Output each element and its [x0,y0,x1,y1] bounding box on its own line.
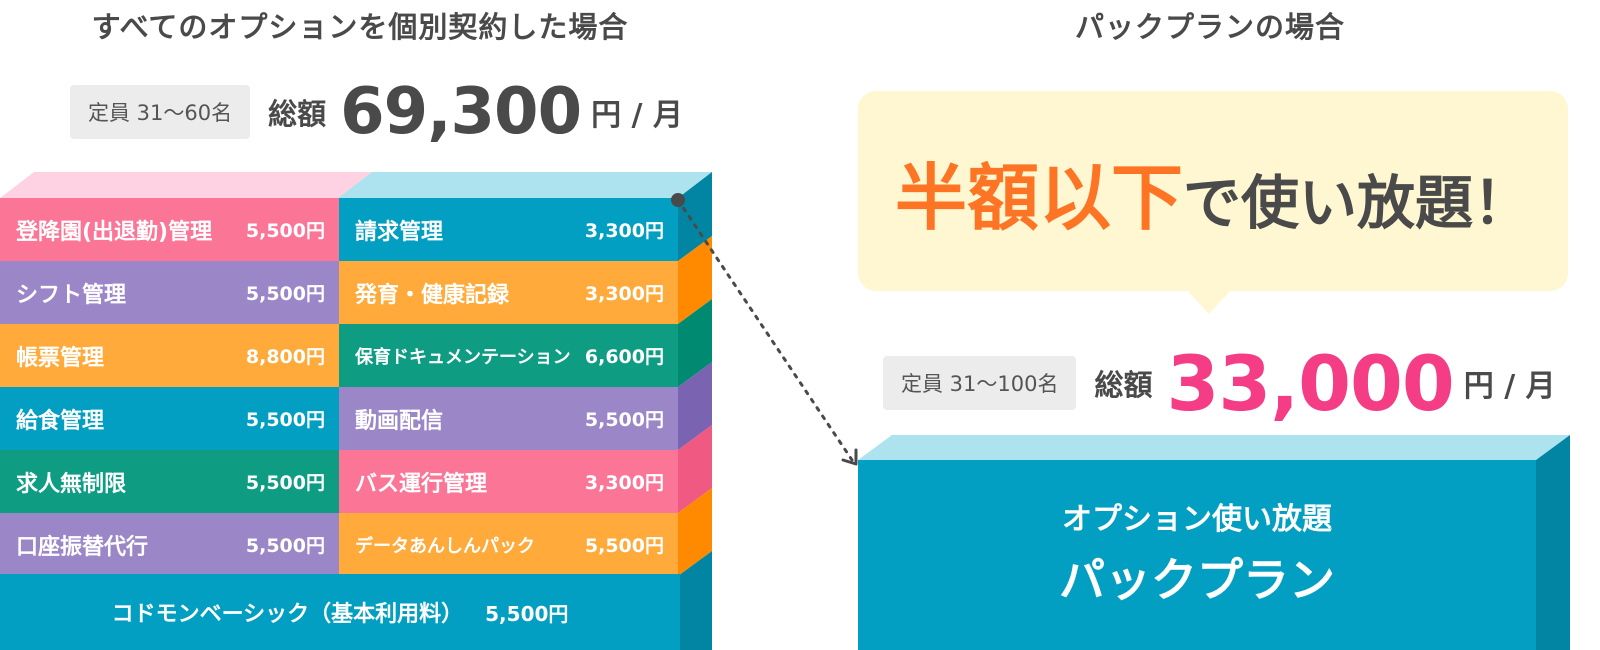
arrow-head [841,448,858,466]
pack-plan-title: パックプラン [1059,553,1335,607]
option-cell: 発育・健康記録 3,300円 [339,261,678,324]
option-price: 8,800円 [245,346,325,368]
option-price: 5,500円 [584,535,664,557]
option-price: 5,500円 [245,535,325,557]
right-heading: パックプランの場合 [1074,10,1345,44]
option-name: 求人無制限 [16,471,127,497]
option-cell: 求人無制限 5,500円 [0,450,339,513]
option-cell: 動画配信 5,500円 [339,387,678,450]
left-heading: すべてのオプションを個別契約した場合 [91,10,629,44]
right-total-row: 定員 31〜100名 総額 33,000 円 / 月 [883,338,1556,428]
top-face-pink [0,172,372,198]
option-cell: バス運行管理 3,300円 [339,450,678,513]
savings-message: 半額以下で使い放題！ [895,139,1531,244]
pack-side-face [1536,435,1570,650]
option-price: 5,500円 [584,409,664,431]
option-name: データあんしんパック [355,535,535,557]
right-total-unit: 円 / 月 [1463,369,1556,404]
option-price: 5,500円 [245,409,325,431]
option-name: 口座振替代行 [16,534,149,560]
option-name: シフト管理 [16,282,127,308]
option-cell: 給食管理 5,500円 [0,387,339,450]
bubble-tail [1187,290,1231,314]
right-total-label: 総額 [1094,368,1153,402]
base-plan-cell: コドモンベーシック（基本利用料） 5,500円 [0,574,680,650]
option-cell: 保育ドキュメンテーション 6,600円 [339,324,678,387]
savings-rest: で使い放題！ [1183,168,1532,237]
option-cell: 登降園(出退勤)管理 5,500円 [0,198,339,261]
option-name: 請求管理 [355,219,444,245]
option-price: 5,500円 [245,220,325,242]
option-cell: 口座振替代行 5,500円 [0,513,339,576]
option-cell: 帳票管理 8,800円 [0,324,339,387]
left-total-unit: 円 / 月 [591,98,683,133]
option-price: 3,300円 [584,283,664,305]
top-face-blue [338,172,712,198]
right-capacity-badge: 定員 31〜100名 [883,356,1077,410]
savings-highlight: 半額以下 [894,155,1183,240]
pack-top-face [858,435,1570,460]
base-plan-price: 5,500円 [485,601,569,626]
option-name: 給食管理 [16,408,105,434]
option-price: 3,300円 [584,220,664,242]
left-total-amount: 69,300 [340,75,582,149]
right-total-amount: 33,000 [1166,338,1455,428]
pack-plan-subtitle: オプション使い放題 [1062,502,1332,537]
option-name: 発育・健康記録 [355,282,510,308]
option-cell: シフト管理 5,500円 [0,261,339,324]
pack-plan-block: オプション使い放題 パックプラン [858,460,1536,650]
side-face-base [678,551,712,650]
option-name: バス運行管理 [355,471,488,497]
left-total-label: 総額 [268,97,327,131]
savings-bubble: 半額以下で使い放題！ [858,91,1568,291]
option-name: 動画配信 [355,408,444,434]
side-face-6 [678,488,712,576]
option-price: 5,500円 [245,472,325,494]
option-name: 帳票管理 [16,345,105,371]
base-plan-name: コドモンベーシック（基本利用料） [111,602,464,627]
left-capacity-badge: 定員 31〜60名 [70,85,251,139]
option-cell: 請求管理 3,300円 [339,198,678,261]
option-price: 5,500円 [245,283,325,305]
option-name: 登降園(出退勤)管理 [16,219,213,245]
option-cell: データあんしんパック 5,500円 [339,513,678,576]
option-price: 6,600円 [584,346,664,368]
option-name: 保育ドキュメンテーション [355,346,571,368]
left-total-row: 定員 31〜60名 総額 69,300 円 / 月 [70,72,683,152]
option-price: 3,300円 [584,472,664,494]
